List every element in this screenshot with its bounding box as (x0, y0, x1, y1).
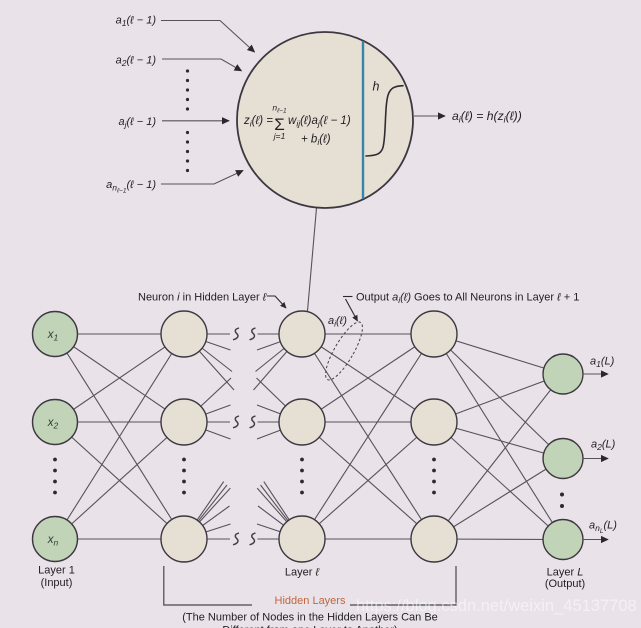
svg-text:xn: xn (47, 534, 59, 548)
svg-text:(Output): (Output) (545, 578, 585, 590)
svg-text:j=1: j=1 (273, 131, 286, 141)
svg-text:a2(L): a2(L) (591, 439, 616, 453)
svg-text:x2: x2 (47, 417, 59, 431)
svg-text:Different from one Layer to An: Different from one Layer to Another) (222, 625, 397, 628)
svg-text:Hidden Layers: Hidden Layers (275, 595, 346, 607)
svg-text:+ bi(ℓ): + bi(ℓ) (301, 134, 331, 148)
svg-text:Neuron i in Hidden Layer ℓ: Neuron i in Hidden Layer ℓ (138, 292, 267, 304)
svg-text:Output ai(ℓ) Goes to All Neuro: Output ai(ℓ) Goes to All Neurons in Laye… (356, 292, 579, 306)
svg-text:(Input): (Input) (41, 577, 73, 589)
svg-text:zi(ℓ) =: zi(ℓ) = (243, 115, 273, 129)
svg-text:(The Number of Nodes in the Hi: (The Number of Nodes in the Hidden Layer… (182, 612, 438, 624)
svg-text:anL(L): anL(L) (589, 520, 617, 536)
svg-text:a1(L): a1(L) (590, 356, 615, 370)
svg-text:a1(ℓ − 1): a1(ℓ − 1) (116, 15, 157, 29)
svg-text:Layer L: Layer L (547, 567, 584, 579)
svg-text:aj(ℓ − 1): aj(ℓ − 1) (118, 116, 156, 130)
svg-text:Σ: Σ (274, 115, 285, 134)
svg-text:h: h (373, 80, 380, 94)
svg-text:Layer ℓ: Layer ℓ (285, 567, 320, 579)
svg-text:wij(ℓ)aj(ℓ − 1): wij(ℓ)aj(ℓ − 1) (288, 115, 351, 129)
svg-text:Layer 1: Layer 1 (38, 565, 75, 577)
svg-text:ai(ℓ) = h(zi(ℓ)): ai(ℓ) = h(zi(ℓ)) (452, 109, 522, 125)
svg-text:a2(ℓ − 1): a2(ℓ − 1) (116, 55, 157, 69)
svg-text:ai(ℓ): ai(ℓ) (328, 315, 347, 329)
svg-text:https://blog.csdn.net/weixin_4: https://blog.csdn.net/weixin_45137708 (356, 597, 637, 615)
svg-text:x1: x1 (47, 329, 59, 343)
